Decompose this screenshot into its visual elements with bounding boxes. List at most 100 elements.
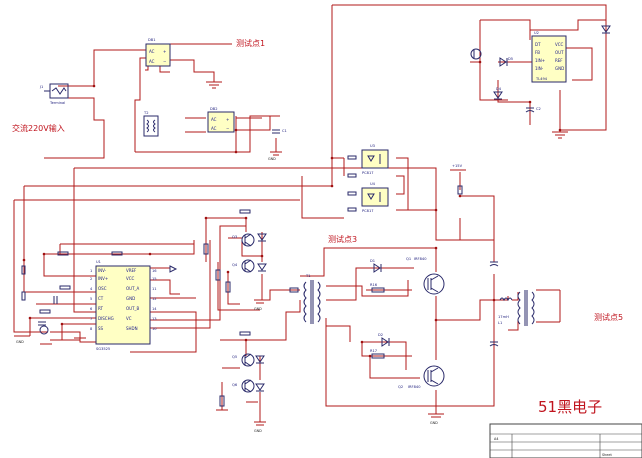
optocoupler-u4: U4 PC817 bbox=[361, 182, 389, 213]
transistor-q3: Q3 bbox=[232, 233, 255, 247]
svg-text:U3: U3 bbox=[370, 144, 375, 148]
svg-text:PC817: PC817 bbox=[362, 209, 374, 213]
mosfet-q2: Q2 IRF840 bbox=[398, 365, 445, 389]
svg-text:PC817: PC817 bbox=[362, 171, 374, 175]
svg-text:A4: A4 bbox=[494, 437, 498, 441]
svg-text:DISCHG: DISCHG bbox=[98, 316, 114, 321]
terminal-j1: J1 Terminal bbox=[39, 83, 69, 105]
svg-text:AC: AC bbox=[211, 126, 217, 131]
bridge-db2: AC + AC − DB2 bbox=[207, 107, 235, 133]
svg-text:AC: AC bbox=[211, 117, 217, 122]
svg-text:+15V: +15V bbox=[452, 164, 463, 168]
svg-text:FB: FB bbox=[535, 50, 540, 55]
svg-text:RT: RT bbox=[98, 306, 103, 311]
zener-top-right bbox=[601, 25, 611, 34]
svg-text:10: 10 bbox=[152, 327, 157, 331]
svg-text:8: 8 bbox=[90, 327, 93, 331]
title-block: A4 Sheet bbox=[489, 423, 642, 458]
svg-text:U1: U1 bbox=[96, 260, 101, 264]
svg-text:D2: D2 bbox=[378, 333, 383, 337]
svg-text:GND: GND bbox=[254, 307, 262, 311]
diode-d5: D5 bbox=[499, 57, 513, 67]
svg-text:R16: R16 bbox=[370, 283, 378, 287]
svg-text:GND: GND bbox=[555, 66, 564, 71]
gnd-upper-driver: GND bbox=[254, 299, 266, 311]
svg-text:OUT_B: OUT_B bbox=[126, 306, 140, 311]
output-capacitors bbox=[489, 261, 499, 347]
transformer-t1: T1 bbox=[289, 274, 321, 324]
svg-text:DB1: DB1 bbox=[148, 38, 156, 42]
transistor-top-right bbox=[470, 48, 482, 60]
svg-text:−: − bbox=[163, 59, 166, 64]
svg-text:CT: CT bbox=[98, 296, 104, 301]
svg-text:C2: C2 bbox=[536, 107, 541, 111]
inductor-l1: 17mH L1 bbox=[498, 297, 513, 325]
gnd-symbol-2: GND bbox=[268, 151, 282, 161]
svg-text:17mH: 17mH bbox=[498, 315, 509, 319]
wires bbox=[13, 4, 607, 422]
svg-text:AC: AC bbox=[149, 59, 155, 64]
svg-text:R17: R17 bbox=[370, 349, 377, 353]
gnd-mosfet: GND bbox=[428, 413, 444, 425]
resistor-r17: R17 bbox=[370, 349, 385, 359]
bridge-db1: AC + AC − DB1 bbox=[145, 38, 171, 67]
svg-text:VCC: VCC bbox=[126, 276, 135, 281]
u1-passives bbox=[21, 251, 178, 335]
svg-text:OUT: OUT bbox=[555, 50, 564, 55]
diode-d1: D1 bbox=[370, 259, 382, 273]
svg-text:15: 15 bbox=[152, 277, 157, 281]
output-transformer bbox=[517, 290, 535, 326]
svg-text:1: 1 bbox=[90, 269, 92, 273]
svg-text:6: 6 bbox=[90, 307, 93, 311]
upper-driver-diodes bbox=[203, 209, 267, 293]
svg-text:+: + bbox=[226, 117, 229, 122]
svg-text:−: − bbox=[226, 126, 229, 131]
svg-text:D5: D5 bbox=[508, 57, 513, 61]
svg-text:1IN-: 1IN- bbox=[535, 66, 544, 71]
svg-text:2: 2 bbox=[90, 277, 92, 281]
test-point-3-label: 测试点3 bbox=[328, 234, 357, 244]
svg-text:U2: U2 bbox=[534, 31, 539, 35]
svg-text:7: 7 bbox=[90, 317, 92, 321]
svg-text:Q5: Q5 bbox=[232, 355, 237, 359]
svg-text:D4: D4 bbox=[496, 87, 502, 91]
svg-text:13: 13 bbox=[152, 317, 157, 321]
svg-text:U4: U4 bbox=[370, 182, 376, 186]
test-point-1-label: 测试点1 bbox=[236, 38, 265, 48]
gnd-symbol-1 bbox=[206, 81, 222, 89]
svg-text:T2: T2 bbox=[143, 111, 148, 115]
svg-text:14: 14 bbox=[152, 307, 157, 311]
capacitor-c1: C1 bbox=[272, 129, 287, 134]
svg-text:DT: DT bbox=[535, 42, 541, 47]
svg-text:Terminal: Terminal bbox=[49, 101, 65, 105]
gnd-symbol-u1: GND bbox=[14, 335, 86, 345]
ac-input-label: 交流220V输入 bbox=[12, 123, 65, 133]
svg-text:VCC: VCC bbox=[555, 42, 564, 47]
transistor-q6: Q6 bbox=[232, 379, 255, 393]
svg-text:Q6: Q6 bbox=[232, 383, 238, 387]
optocoupler-u3: U3 PC817 bbox=[361, 144, 389, 175]
relay-small: T2 bbox=[143, 111, 159, 137]
svg-text:T1: T1 bbox=[305, 274, 310, 278]
lower-driver-diodes bbox=[219, 331, 265, 407]
svg-text:REF: REF bbox=[555, 58, 563, 63]
svg-text:GND: GND bbox=[16, 340, 24, 344]
svg-text:+: + bbox=[163, 49, 166, 54]
svg-text:Sheet: Sheet bbox=[602, 453, 612, 457]
test-point-5-label: 测试点5 bbox=[594, 312, 623, 322]
svg-text:INV-: INV- bbox=[98, 268, 107, 273]
svg-text:Q3: Q3 bbox=[232, 235, 237, 239]
capacitor-c2: C2 bbox=[525, 107, 541, 113]
transistor-q4: Q4 bbox=[232, 259, 255, 273]
svg-text:4: 4 bbox=[90, 287, 93, 291]
gnd-lower-driver: GND bbox=[216, 409, 266, 433]
svg-text:C1: C1 bbox=[282, 129, 287, 133]
svg-text:J1: J1 bbox=[39, 85, 43, 89]
svg-text:SS: SS bbox=[98, 326, 104, 331]
vcc-symbol: +15V bbox=[450, 164, 466, 195]
svg-text:SHDN: SHDN bbox=[126, 326, 138, 331]
svg-text:GND: GND bbox=[126, 296, 135, 301]
mosfet-q1: Q1 IRF840 bbox=[406, 257, 445, 295]
svg-text:Q2: Q2 bbox=[398, 385, 403, 389]
